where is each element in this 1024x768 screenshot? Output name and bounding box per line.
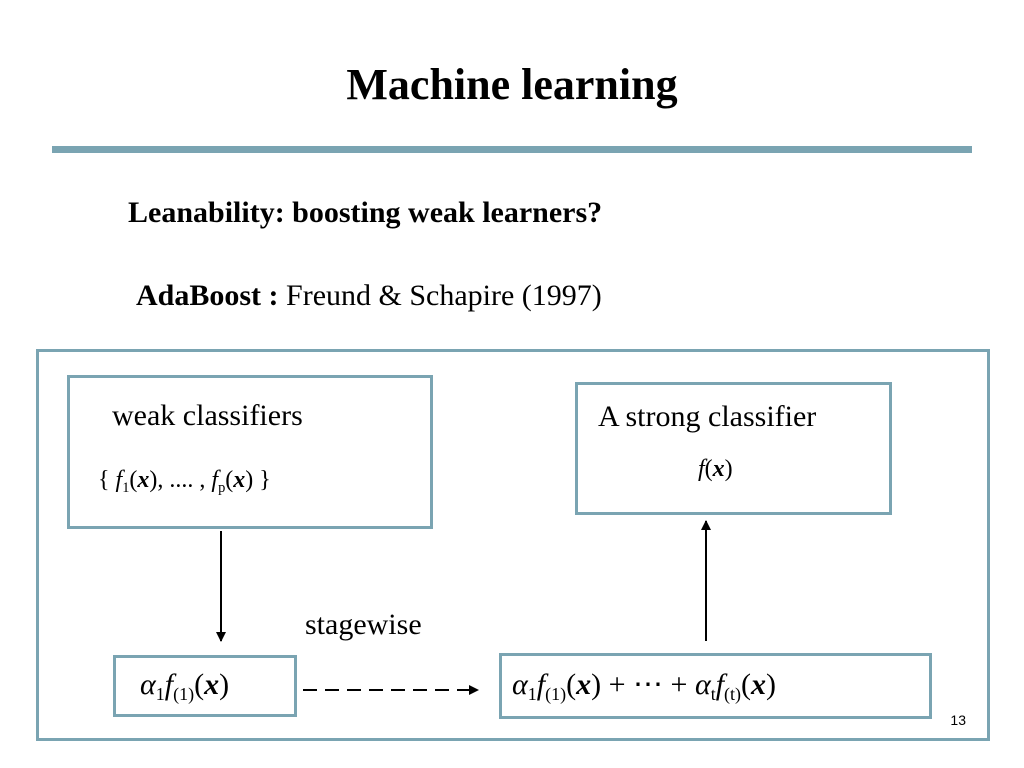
weak-classifiers-formula: { f1(x), .... , fp(x) }	[98, 467, 271, 497]
adaboost-line: AdaBoost : Freund & Schapire (1997)	[136, 276, 602, 316]
xt-symbol: x	[751, 668, 767, 701]
formula-sub-1: 1	[122, 480, 130, 497]
stagewise-label: stagewise	[305, 608, 422, 641]
strong-classifier-box: A strong classifier f(x)	[575, 382, 892, 515]
formula-brace-open: {	[98, 467, 110, 493]
formula-fp: f	[211, 467, 219, 493]
alpha1-symbol: α	[512, 668, 528, 701]
formula-xp: x	[233, 467, 246, 493]
f-symbol: f	[164, 668, 174, 701]
stage-one-formula: α1f(1)(x)	[140, 668, 230, 705]
plus-ellipsis: + ⋯ +	[608, 668, 688, 701]
slide-subtitle: Leanability: boosting weak learners?	[128, 196, 603, 229]
ft-symbol: f	[715, 668, 725, 701]
formula-f: f	[698, 456, 705, 482]
stage-one-box: α1f(1)(x)	[113, 655, 297, 717]
weak-classifiers-box: weak classifiers { f1(x), .... , fp(x) }	[67, 375, 433, 529]
strong-classifier-formula: f(x)	[698, 456, 733, 482]
weak-classifiers-label: weak classifiers	[112, 399, 303, 432]
stage-t-formula: α1f(1)(x) + ⋯ + αtf(t)(x)	[512, 668, 777, 705]
x-symbol: x	[204, 668, 220, 701]
alpha1-subscript: 1	[527, 684, 537, 705]
alphat-symbol: α	[694, 668, 711, 701]
formula-ellipsis: ), .... ,	[149, 467, 206, 493]
slide-title: Machine learning	[346, 60, 678, 109]
diagram-frame	[36, 349, 990, 741]
strong-classifier-label: A strong classifier	[598, 400, 817, 433]
page-number: 13	[950, 712, 966, 728]
f1-subscript: (1)	[545, 684, 567, 705]
adaboost-citation: Freund & Schapire (1997)	[286, 279, 602, 312]
formula-x1: x	[137, 467, 150, 493]
formula-brace-close: ) }	[245, 467, 271, 493]
f1-symbol: f	[536, 668, 546, 701]
alphat-subscript: t	[710, 684, 716, 705]
stage-t-box: α1f(1)(x) + ⋯ + αtf(t)(x)	[499, 653, 932, 719]
formula-x: x	[712, 456, 725, 482]
ft-subscript: (t)	[724, 684, 742, 705]
x1-symbol: x	[576, 668, 592, 701]
formula-f1: f	[115, 467, 123, 493]
formula-sub-p: p	[218, 480, 226, 497]
f-subscript: (1)	[173, 684, 195, 705]
alpha-subscript: 1	[155, 684, 165, 705]
alpha-symbol: α	[140, 668, 156, 701]
adaboost-label: AdaBoost :	[136, 279, 279, 312]
title-divider	[52, 146, 972, 153]
